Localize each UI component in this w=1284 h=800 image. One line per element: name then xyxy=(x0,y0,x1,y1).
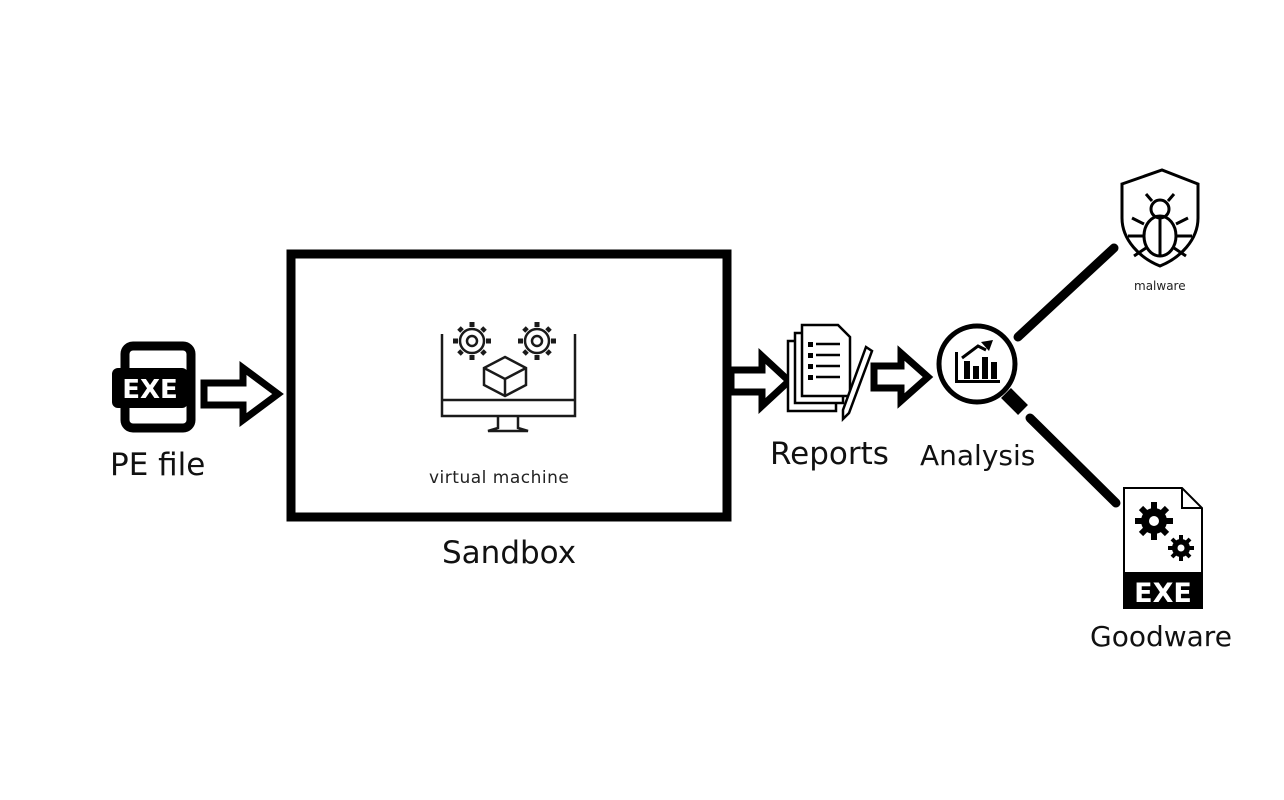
branch-line-to-goodware xyxy=(1025,413,1121,508)
analysis-magnifier-icon xyxy=(936,323,1028,415)
arrow-sandbox-to-reports xyxy=(727,347,795,415)
analysis-label: Analysis xyxy=(920,439,1036,472)
exe-file-icon: EXE xyxy=(112,341,196,433)
exe-badge: EXE xyxy=(122,375,178,405)
goodware-exe-icon: EXE xyxy=(1123,487,1203,609)
sandbox-label: Sandbox xyxy=(442,535,577,571)
malware-label: malware xyxy=(1134,279,1186,293)
virtual-machine-icon xyxy=(440,322,577,433)
pe-file-label: PE file xyxy=(110,447,206,483)
virtual-machine-label: virtual machine xyxy=(429,468,570,488)
branch-line-to-malware xyxy=(1013,243,1119,342)
arrow-reports-to-analysis xyxy=(870,345,934,409)
reports-label: Reports xyxy=(770,436,889,472)
goodware-label: Goodware xyxy=(1090,620,1232,653)
bug-shield-icon xyxy=(1120,168,1200,268)
goodware-exe-badge: EXE xyxy=(1134,578,1192,609)
reports-icon xyxy=(786,323,874,423)
sandbox-box xyxy=(286,249,732,522)
arrow-pe-to-sandbox xyxy=(200,361,284,427)
